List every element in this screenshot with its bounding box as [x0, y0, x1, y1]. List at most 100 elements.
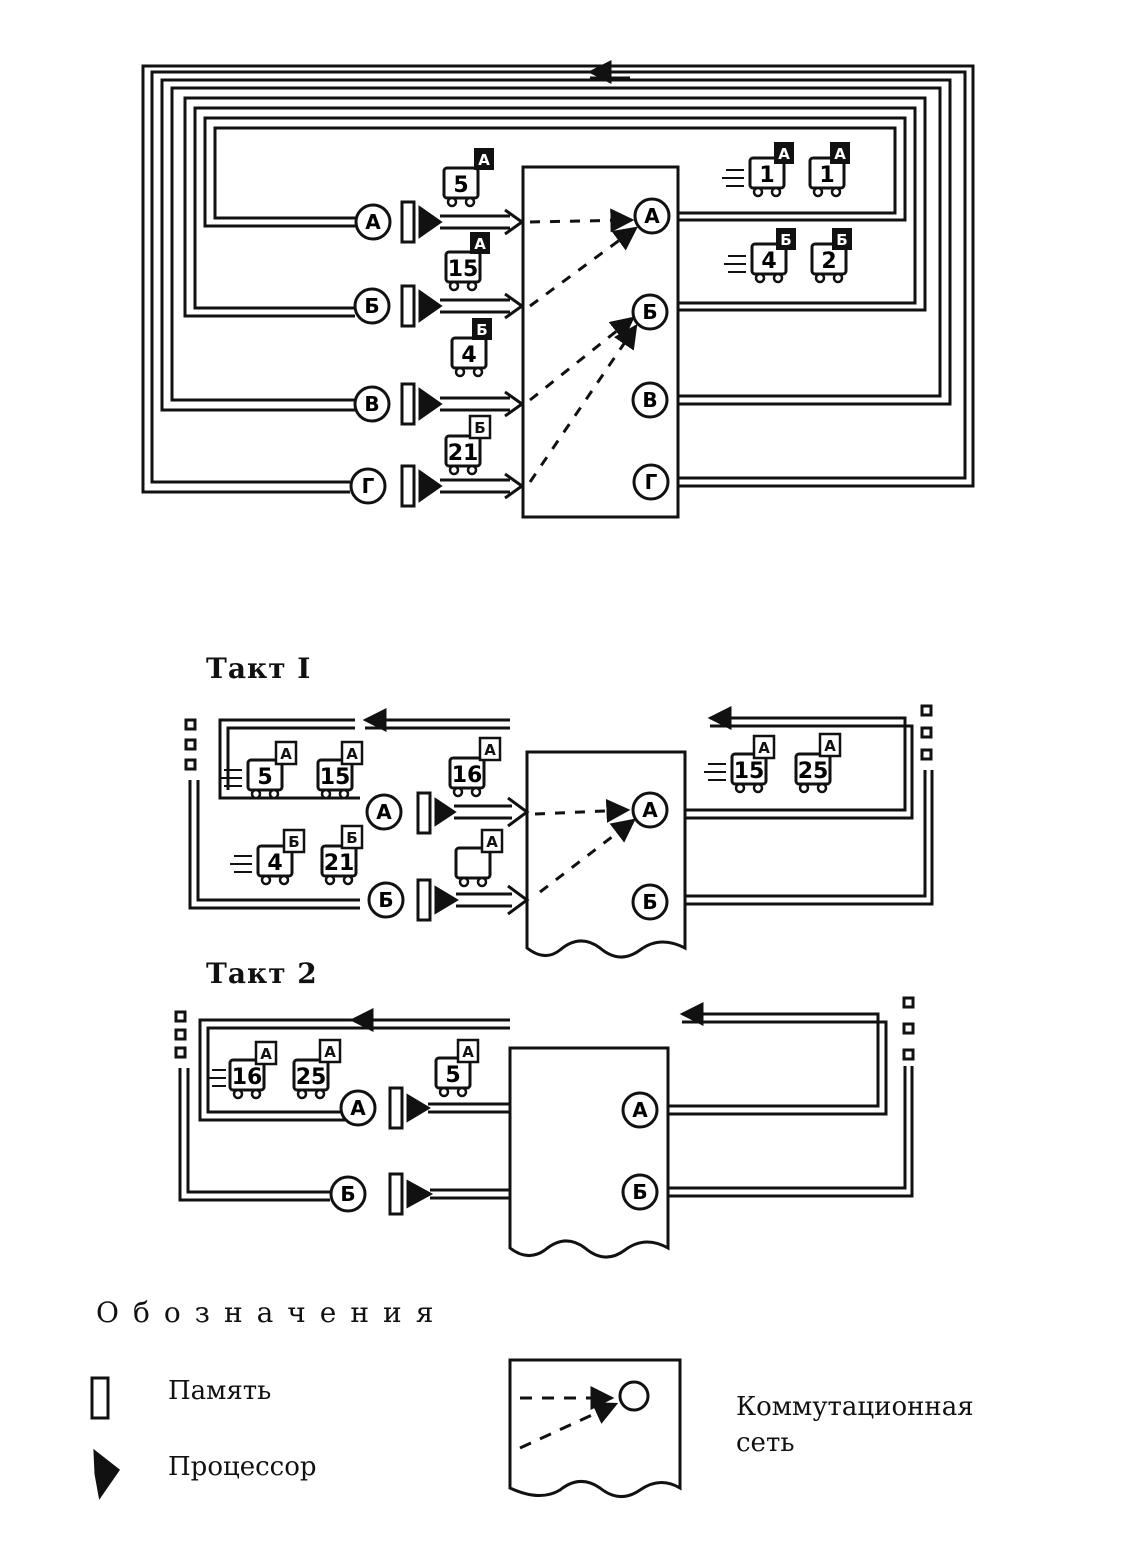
svg-text:Б: Б [642, 890, 657, 914]
legend-title: Обозначения [96, 1296, 448, 1329]
takt1-panel [184, 704, 934, 959]
svg-text:Б: Б [642, 300, 657, 324]
takt2-input-node-b [329, 1175, 367, 1213]
legend-network-icon [508, 1358, 682, 1498]
svg-text:А: А [350, 1096, 366, 1120]
takt1-input-node-b [367, 881, 405, 919]
legend-network-label-line1: Коммутационная [736, 1392, 974, 1422]
input-node-b [353, 287, 391, 325]
svg-text:А: А [462, 1043, 474, 1061]
svg-text:А: А [632, 1098, 648, 1122]
svg-text:21: 21 [448, 441, 479, 466]
svg-text:А: А [324, 1043, 336, 1061]
svg-text:Г: Г [362, 474, 375, 498]
processor-a [418, 205, 443, 239]
takt1-input-row-a [365, 791, 530, 835]
vehicle-queue-b-2: 2Б [810, 228, 852, 284]
takt1-route-a [534, 798, 631, 823]
input-row-b [353, 284, 525, 328]
svg-text:4: 4 [761, 249, 776, 274]
svg-text:2: 2 [821, 249, 836, 274]
input-node-c [353, 385, 391, 423]
svg-text:А: А [478, 151, 490, 169]
input-row-d [349, 464, 525, 508]
svg-text:Б: Б [364, 294, 379, 318]
vehicle-15: 15 А [444, 232, 490, 292]
takt1-title: Такт I [206, 652, 312, 685]
legend-processor-label: Процессор [168, 1452, 317, 1482]
svg-text:А: А [644, 204, 660, 228]
takt1-output-node-a [631, 791, 669, 829]
overview-vehicles: 5А 15А 4Б 21Б 1А 1А 4Б 2Б [442, 142, 852, 476]
takt1-processor-a [434, 797, 457, 827]
output-node-d [632, 463, 670, 501]
feedback-loop-d [150, 70, 967, 484]
svg-text:5: 5 [453, 173, 468, 198]
input-row-a [354, 200, 525, 244]
takt1-output-node-b [631, 883, 669, 921]
input-node-a [354, 203, 392, 241]
processor-d [418, 469, 443, 503]
svg-text:Б: Б [378, 888, 393, 912]
svg-text:Б: Б [474, 419, 485, 437]
takt2-input-row-a [339, 1086, 510, 1130]
svg-text:В: В [364, 392, 379, 416]
takt2-input-node-a [339, 1089, 377, 1127]
svg-text:16: 16 [452, 763, 483, 788]
svg-text:Б: Б [340, 1182, 355, 1206]
vehicle-queue-a-2: 1А [808, 142, 850, 198]
takt2-title: Такт 2 [206, 957, 318, 990]
svg-text:5: 5 [445, 1063, 460, 1088]
svg-text:А: А [758, 739, 770, 757]
svg-text:А: А [484, 741, 496, 759]
svg-text:А: А [824, 737, 836, 755]
feedback-loop-b [193, 106, 917, 310]
vehicle-queue-a-1: 1А [722, 142, 794, 198]
legend-memory-label: Память [168, 1376, 272, 1406]
svg-text:В: В [642, 388, 657, 412]
svg-text:А: А [834, 145, 846, 163]
takt1-input-node-a [365, 793, 403, 831]
svg-text:15: 15 [320, 765, 351, 790]
output-node-a [633, 197, 671, 235]
svg-text:Б: Б [476, 321, 487, 339]
processor-b [418, 289, 443, 323]
svg-text:Г: Г [645, 470, 658, 494]
svg-text:25: 25 [798, 759, 829, 784]
input-row-c [353, 382, 525, 426]
feedback-loop-a [213, 126, 897, 220]
svg-text:Б: Б [288, 833, 299, 851]
takt2-vehicles: 16А 25А 5А [208, 1038, 480, 1100]
takt2-memory-a [388, 1086, 404, 1130]
svg-text:16: 16 [232, 1065, 263, 1090]
takt2-node-labels: А Б А Б [340, 1096, 648, 1206]
legend-processor-icon [93, 1448, 121, 1500]
svg-text:А: А [486, 833, 498, 851]
svg-text:4: 4 [267, 851, 282, 876]
output-node-b [631, 293, 669, 331]
takt2-output-node-a [621, 1091, 659, 1129]
memory-d [400, 464, 416, 508]
svg-text:Б: Б [346, 829, 357, 847]
vehicle-5: 5А [442, 148, 494, 208]
takt2-memory-b [388, 1172, 404, 1216]
legend-memory-icon [90, 1376, 110, 1420]
feedback-loop-c [170, 86, 942, 402]
takt2-input-row-b [329, 1172, 510, 1216]
takt2-processor-a [406, 1093, 431, 1123]
svg-text:25: 25 [296, 1065, 327, 1090]
svg-text:Б: Б [780, 231, 791, 249]
vehicle-21: 21 Б [444, 414, 492, 476]
overview-node-labels: А Б В Г А Б В Г [362, 204, 661, 498]
takt2-processor-b [406, 1179, 434, 1209]
takt1-switch-box [525, 750, 687, 959]
svg-text:Б: Б [836, 231, 847, 249]
takt2-switch-box [508, 1046, 670, 1259]
svg-text:А: А [778, 145, 790, 163]
svg-text:15: 15 [448, 257, 479, 282]
takt2-output-node-b [621, 1173, 659, 1211]
svg-text:А: А [474, 235, 486, 253]
svg-text:21: 21 [324, 851, 355, 876]
processor-c [418, 387, 443, 421]
overview-panel [141, 60, 975, 519]
